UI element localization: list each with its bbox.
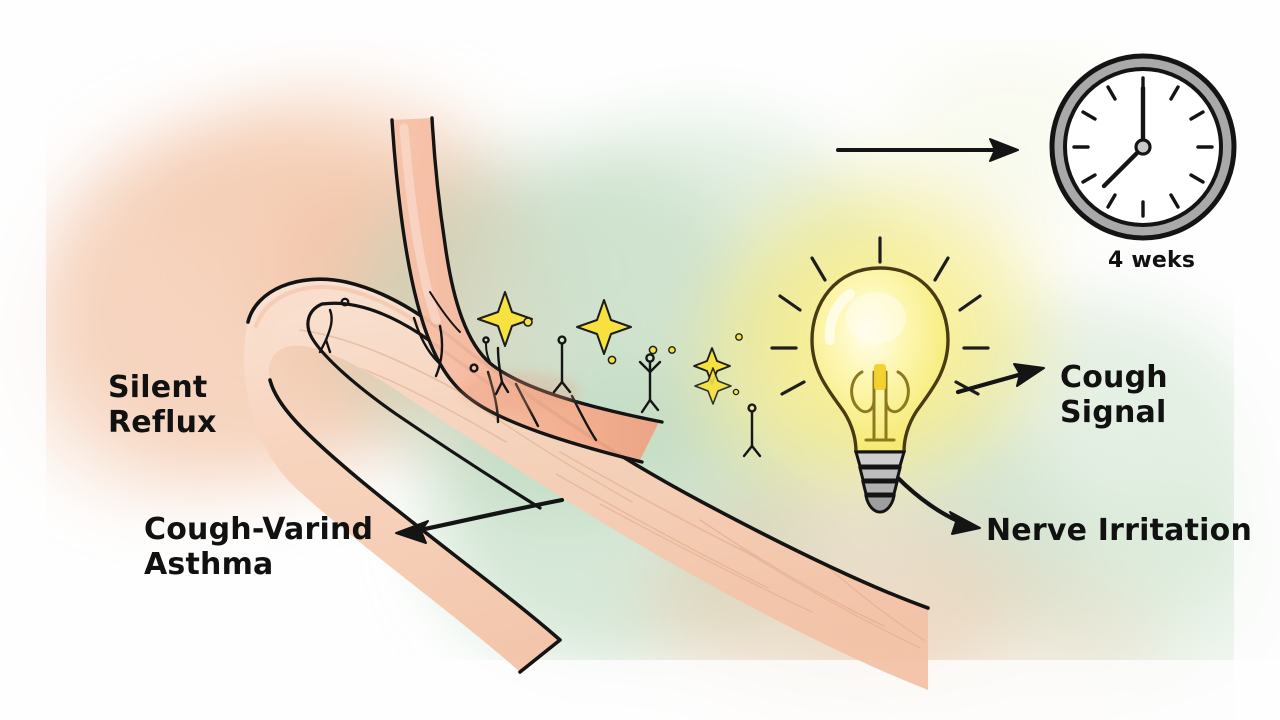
clock-hour-hand: [1101, 144, 1146, 189]
sparkle-icon: [477, 291, 743, 405]
bulb-base: [854, 450, 906, 514]
lightbulb-icon: [762, 233, 998, 514]
arrow-left-icon-asthma: [395, 497, 565, 544]
arrow-right-down-icon-nerve: [895, 475, 981, 535]
clock-center-pin: [1134, 138, 1152, 156]
clock-icon: [1049, 53, 1237, 241]
nerve-ending-icon: [318, 297, 762, 458]
esophagus-icon: [390, 116, 664, 464]
arrow-right-icon: [836, 138, 1019, 162]
arrow-right-icon-cough-signal: [955, 363, 1045, 395]
